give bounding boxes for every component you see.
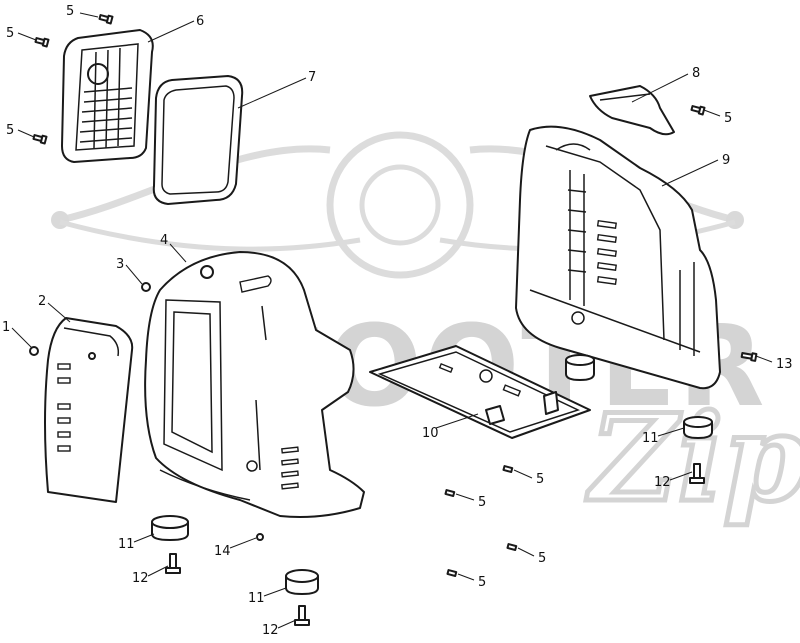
watermark-script: Zip	[586, 388, 800, 529]
callout-3: 3	[116, 257, 124, 272]
callout-1: 1	[2, 320, 10, 335]
callout-12: 12	[654, 475, 671, 490]
part-front-housing	[144, 251, 365, 518]
part-rear-housing	[515, 125, 721, 390]
callout-11: 11	[642, 431, 659, 446]
callout-4: 4	[160, 233, 168, 248]
watermark-dot-left	[51, 211, 69, 229]
part-bolt-c	[294, 605, 310, 626]
part-side-panel	[44, 317, 134, 503]
callout-5: 5	[724, 111, 732, 126]
leader-lines	[11, 12, 773, 629]
callout-5: 5	[478, 575, 486, 590]
callout-8: 8	[692, 66, 700, 81]
part-rubber-foot-b	[683, 416, 713, 439]
callout-5: 5	[538, 551, 546, 566]
callout-5: 5	[66, 4, 74, 19]
part-bolt-b	[165, 553, 181, 574]
watermark-emblem-ring	[326, 131, 474, 279]
callout-12: 12	[262, 623, 279, 638]
part-bolt-a	[689, 463, 705, 484]
callout-12: 12	[132, 571, 149, 586]
callout-13: 13	[776, 357, 793, 372]
callout-7: 7	[308, 70, 316, 85]
callout-6: 6	[196, 14, 204, 29]
watermark-emblem-inner	[359, 164, 441, 246]
callout-11: 11	[248, 591, 265, 606]
part-vent-cover	[61, 29, 154, 163]
callout-2: 2	[38, 294, 46, 309]
part-handle-cover	[589, 85, 675, 136]
callout-numbers: 5 6 5 7 5 8 5 9 4 3 2 1 13 10 11 12 5 5 …	[2, 4, 793, 638]
callout-11: 11	[118, 537, 135, 552]
part-rubber-foot-d	[285, 569, 319, 595]
part-rubber-foot-a	[565, 354, 595, 381]
part-rubber-foot-c	[151, 515, 189, 541]
callout-14: 14	[214, 544, 231, 559]
callout-5: 5	[6, 123, 14, 138]
part-screws	[29, 14, 758, 578]
part-base-plate	[369, 345, 591, 439]
callout-5: 5	[478, 495, 486, 510]
callout-10: 10	[422, 426, 439, 441]
callout-9: 9	[722, 153, 730, 168]
part-gasket	[152, 75, 244, 205]
callout-5: 5	[6, 26, 14, 41]
callout-5: 5	[536, 472, 544, 487]
